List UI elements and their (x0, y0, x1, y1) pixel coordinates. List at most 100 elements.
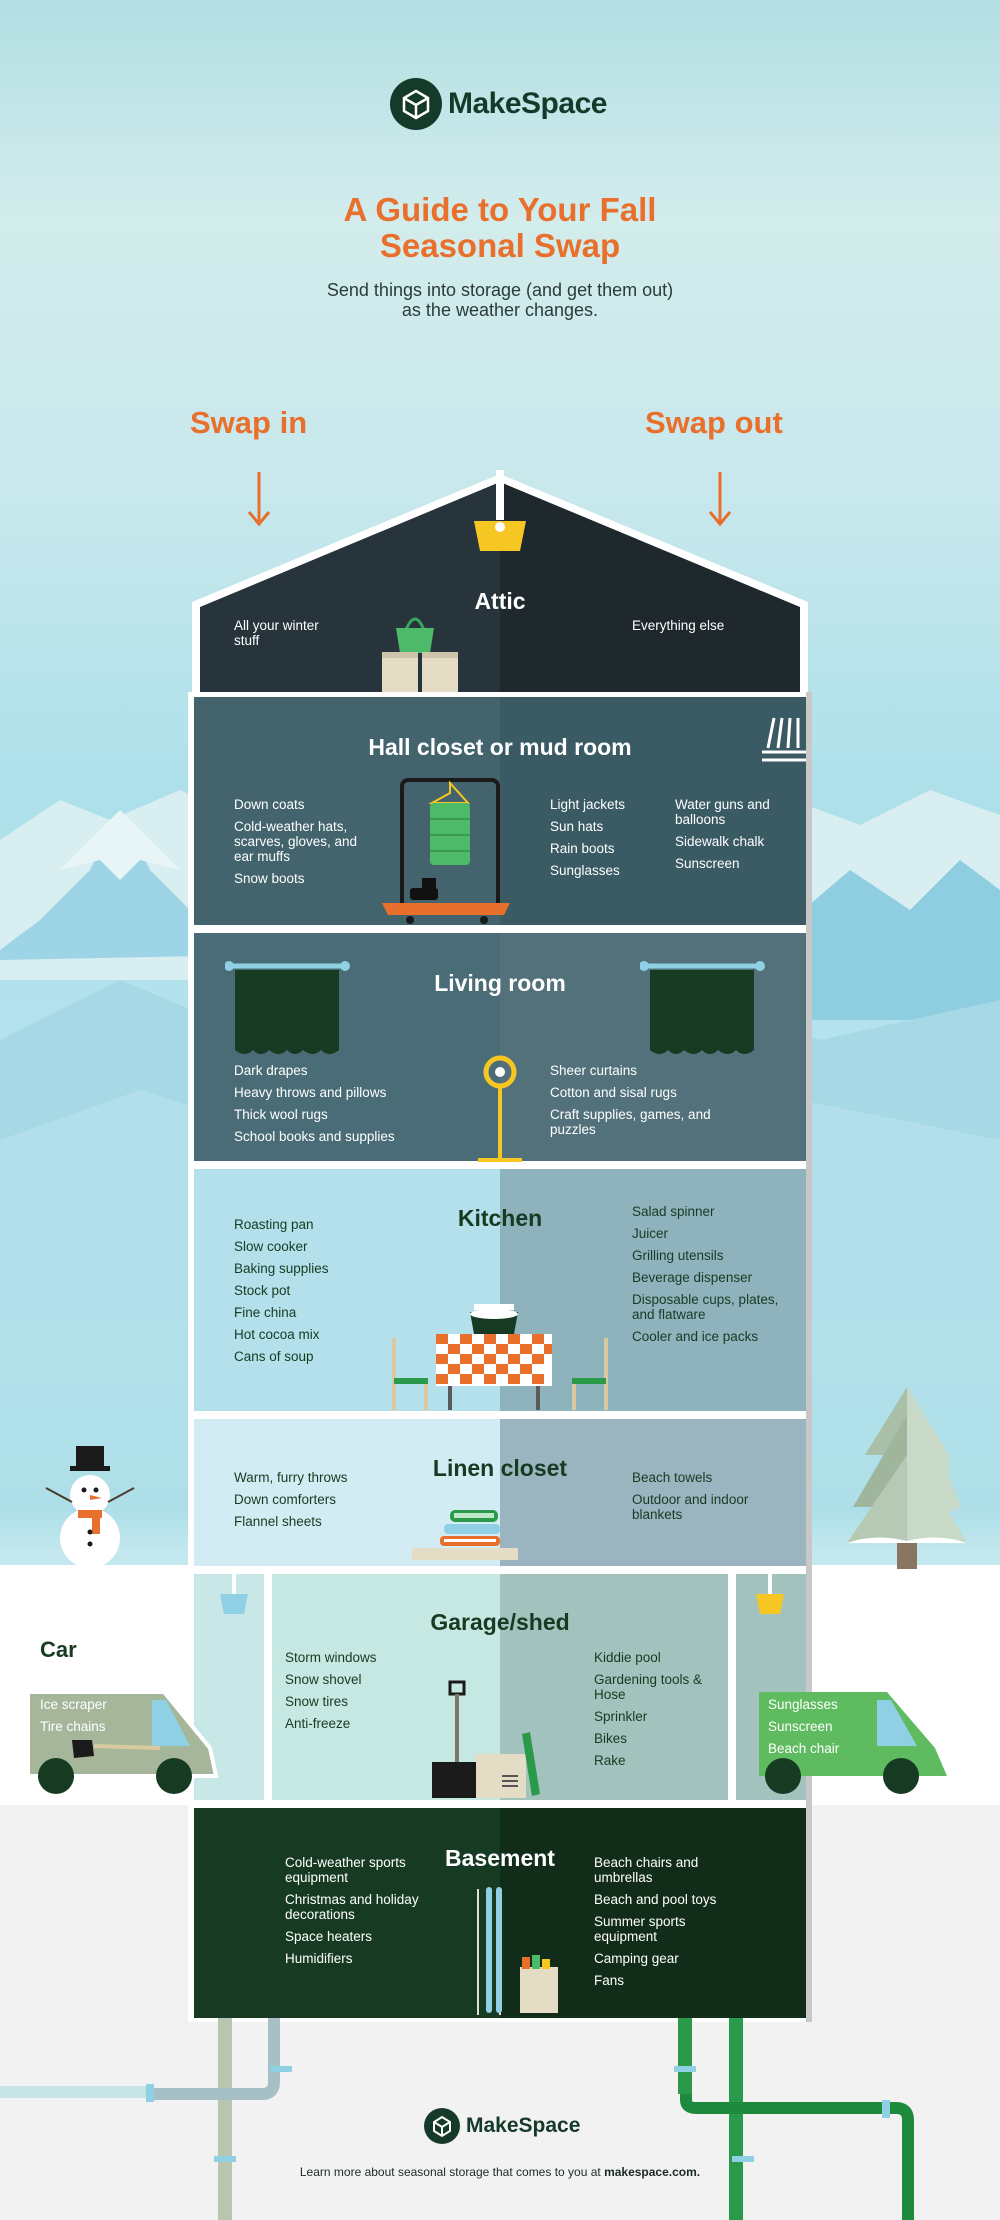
basement-in-list: Cold-weather sports equipment Christmas … (285, 1855, 435, 1973)
list-item: Rake (594, 1753, 626, 1768)
list-item: Juicer (632, 1226, 669, 1241)
list-item: Fans (594, 1973, 625, 1988)
linen-closet-out (500, 1419, 806, 1566)
living-room-title: Living room (434, 970, 566, 996)
attic-out-list: Everything else (632, 618, 762, 640)
list-item: Outdoor and indoor blankets (632, 1492, 749, 1522)
hall-in-list: Down coats Cold-weather hats, scarves, g… (234, 797, 374, 893)
list-item: Craft supplies, games, and puzzles (550, 1107, 711, 1137)
house-wall-right (806, 692, 812, 2022)
attic-title: Attic (474, 588, 526, 614)
garage-out-list: Kiddie pool Gardening tools & Hose Sprin… (594, 1650, 724, 1775)
linen-out-list: Beach towels Outdoor and indoor blankets (632, 1470, 782, 1529)
list-item: Camping gear (594, 1951, 679, 1966)
hanging-lamp-icon (756, 1574, 784, 1614)
list-item: Beach chair (768, 1741, 840, 1756)
skis-and-box-icon (477, 1887, 558, 2015)
basement-title: Basement (445, 1845, 555, 1871)
list-item: Sunglasses (768, 1697, 838, 1712)
footer-link[interactable]: makespace.com. (604, 2165, 701, 2179)
list-item: Beverage dispenser (632, 1270, 753, 1285)
list-item: Sunglasses (550, 863, 620, 878)
box-icon (424, 2108, 460, 2144)
brand-logo[interactable]: MakeSpace (390, 78, 620, 132)
title-line-1: A Guide to Your Fall (343, 191, 657, 228)
list-item: Flannel sheets (234, 1514, 322, 1529)
snow-shovel-icon (432, 1680, 540, 1798)
car-out-list: Sunglasses Sunscreen Beach chair (768, 1697, 868, 1763)
list-item: Rain boots (550, 841, 615, 856)
list-item: Christmas and holiday decorations (285, 1892, 419, 1922)
list-item: Hot cocoa mix (234, 1327, 320, 1342)
list-item: Bikes (594, 1731, 628, 1746)
list-item: Cold-weather sports equipment (285, 1855, 406, 1885)
list-item: Beach towels (632, 1470, 713, 1485)
list-item: Disposable cups, plates, and flatware (632, 1292, 779, 1322)
subtitle-line-1: Send things into storage (and get them o… (326, 280, 674, 300)
list-item: Everything else (632, 618, 725, 633)
storage-boxes-icon (382, 617, 458, 692)
list-item: All your winter stuff (234, 618, 319, 648)
list-item: Beach chairs and umbrellas (594, 1855, 699, 1885)
hall-out-list-b: Water guns and balloons Sidewalk chalk S… (675, 797, 770, 878)
footer-brand-name: MakeSpace (466, 2114, 581, 2137)
lamp-icon (474, 521, 526, 551)
hanging-lamp-icon (220, 1574, 248, 1614)
folded-towels-icon (412, 1510, 518, 1560)
garage-in-list: Storm windows Snow shovel Snow tires Ant… (285, 1650, 435, 1738)
living-in-list: Dark drapes Heavy throws and pillows Thi… (234, 1063, 444, 1151)
list-item: Stock pot (234, 1283, 291, 1298)
list-item: Fine china (234, 1305, 297, 1320)
footer-logo[interactable]: MakeSpace (424, 2108, 584, 2148)
subtitle-line-2: as the weather changes. (401, 300, 599, 320)
list-item: Space heaters (285, 1929, 373, 1944)
swap-in-label: Swap in (190, 405, 308, 440)
list-item: Gardening tools & Hose (594, 1672, 703, 1702)
list-item: Snow boots (234, 871, 305, 886)
coat-rack-icon (382, 778, 510, 924)
linen-in-list: Warm, furry throws Down comforters Flann… (234, 1470, 414, 1536)
list-item: Beach and pool toys (594, 1892, 717, 1907)
list-item: Slow cooker (234, 1239, 308, 1254)
basement-out-list: Beach chairs and umbrellas Beach and poo… (594, 1855, 744, 1995)
garage-out (500, 1574, 728, 1800)
list-item: Humidifiers (285, 1951, 353, 1966)
list-item: Snow tires (285, 1694, 349, 1709)
arrow-down-icon (247, 472, 271, 527)
title-line-2: Seasonal Swap (379, 227, 621, 264)
snowman-icon (45, 1446, 135, 1568)
kitchen-in-list: Roasting pan Slow cooker Baking supplies… (234, 1217, 384, 1371)
brand-name: MakeSpace (448, 87, 607, 120)
page-title: A Guide to Your Fall Seasonal Swap (0, 192, 1000, 264)
swap-out-label: Swap out (645, 405, 783, 440)
basement-in (194, 1808, 500, 2018)
list-item: Cotton and sisal rugs (550, 1085, 677, 1100)
dining-table-icon (392, 1304, 608, 1410)
pine-tree-icon (847, 1387, 967, 1569)
list-item: Cooler and ice packs (632, 1329, 759, 1344)
linen-closet-title: Linen closet (432, 1455, 568, 1481)
list-item: Sun hats (550, 819, 604, 834)
list-item: Snow shovel (285, 1672, 362, 1687)
list-item: Roasting pan (234, 1217, 314, 1232)
list-item: Anti-freeze (285, 1716, 351, 1731)
list-item: Summer sports equipment (594, 1914, 686, 1944)
list-item: Heavy throws and pillows (234, 1085, 387, 1100)
footer-text: Learn more about seasonal storage that c… (299, 2165, 605, 2179)
hall-out-list-a: Light jackets Sun hats Rain boots Sungla… (550, 797, 670, 885)
list-item: Baking supplies (234, 1261, 329, 1276)
list-item: Sprinkler (594, 1709, 648, 1724)
list-item: Tire chains (40, 1719, 106, 1734)
list-item: Storm windows (285, 1650, 377, 1665)
wall-rack-icon (762, 717, 806, 762)
list-item: Water guns and balloons (675, 797, 770, 827)
list-item: Light jackets (550, 797, 626, 812)
kitchen-out-list: Salad spinner Juicer Grilling utensils B… (632, 1204, 792, 1351)
list-item: Salad spinner (632, 1204, 715, 1219)
list-item: Warm, furry throws (234, 1470, 348, 1485)
floor-lamp-icon (478, 1055, 522, 1162)
list-item: Sidewalk chalk (675, 834, 765, 849)
page-subtitle: Send things into storage (and get them o… (0, 280, 1000, 320)
list-item: Sheer curtains (550, 1063, 638, 1078)
